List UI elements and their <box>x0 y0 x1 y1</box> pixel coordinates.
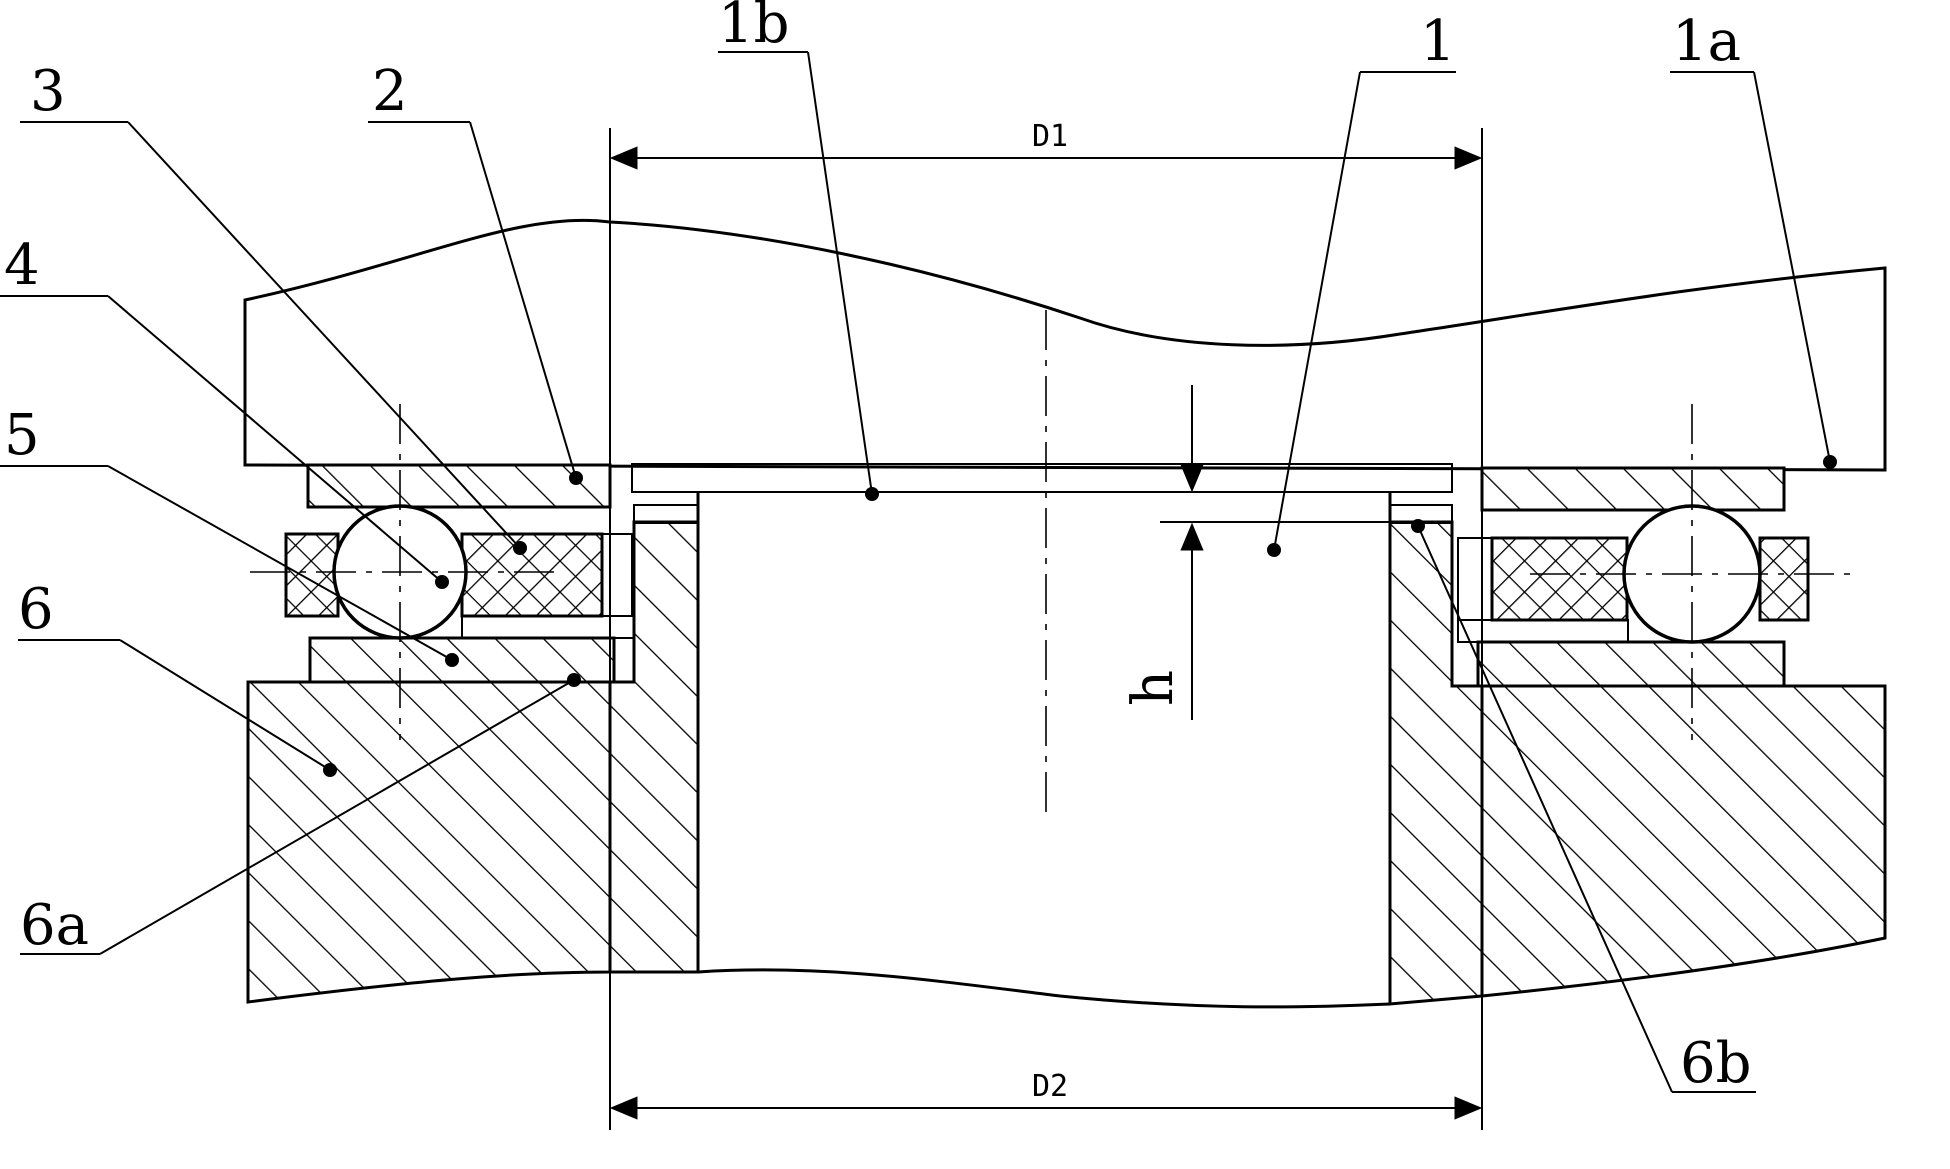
d2-label: D2 <box>1032 1069 1068 1104</box>
collar-left <box>608 520 700 974</box>
lower-race-right <box>1476 640 1786 690</box>
cage-left-outer <box>284 532 340 618</box>
bore-bottom-edge <box>697 968 1391 1009</box>
spacer-plate <box>631 463 1453 493</box>
leader-6 <box>18 639 337 777</box>
leader-6a <box>20 673 581 955</box>
label-2: 2 <box>372 59 408 124</box>
leader-1a <box>1670 71 1837 469</box>
cage-right-end <box>1457 537 1493 621</box>
label-1: 1 <box>1420 9 1456 74</box>
label-5: 5 <box>4 403 40 468</box>
h-label: h <box>1121 670 1186 706</box>
label-3: 3 <box>30 59 66 124</box>
leader-5 <box>0 465 459 667</box>
housing-right <box>1480 684 1887 998</box>
flange-left <box>633 504 699 524</box>
upper-plate-1a <box>243 218 1887 472</box>
leader-1b <box>718 51 879 501</box>
cage-left-3 <box>460 532 604 618</box>
leader-4 <box>0 295 449 589</box>
label-1a: 1a <box>1672 9 1741 74</box>
upper-race-right <box>1480 466 1786 512</box>
cage-right <box>1490 536 1629 622</box>
label-6a: 6a <box>20 893 89 958</box>
label-6b: 6b <box>1680 1031 1751 1096</box>
cage-left-end <box>601 533 633 617</box>
cage-right-outer <box>1758 536 1810 622</box>
label-6: 6 <box>18 577 54 642</box>
leader-3 <box>20 121 527 555</box>
label-1b: 1b <box>718 0 789 56</box>
leader-2 <box>368 121 583 485</box>
leader-6b <box>1411 519 1756 1093</box>
collar-right <box>1388 520 1484 1006</box>
cage-right-spacer <box>1457 619 1629 643</box>
leader-1 <box>1267 71 1456 557</box>
upper-race-left-2 <box>306 463 612 509</box>
housing-left-6 <box>246 680 612 1004</box>
d1-label: D1 <box>1032 119 1068 154</box>
label-4: 4 <box>4 233 40 298</box>
cage-left-spacer <box>461 615 635 639</box>
